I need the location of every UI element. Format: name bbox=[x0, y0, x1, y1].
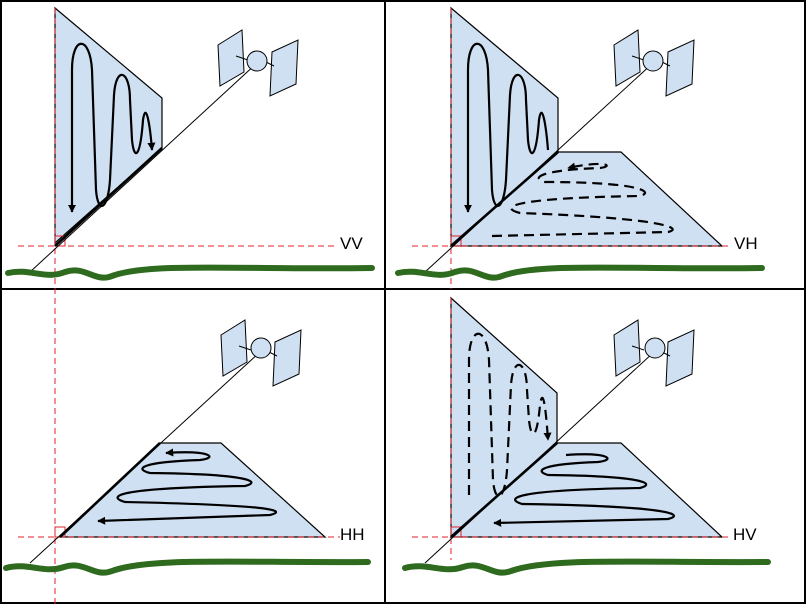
ground-line bbox=[3, 558, 371, 576]
ground-line bbox=[402, 558, 771, 576]
polarization-label: HV bbox=[733, 525, 757, 544]
polarization-label: VV bbox=[340, 234, 363, 253]
panel-vv: VV bbox=[5, 6, 375, 604]
panel-hh: HH bbox=[3, 319, 371, 576]
right-angle-marker bbox=[54, 235, 66, 247]
satellite-icon bbox=[613, 319, 695, 387]
vertical-wave bbox=[68, 42, 156, 213]
panel-hv: HV bbox=[402, 296, 771, 576]
right-angle-marker bbox=[450, 526, 462, 538]
panel-vh: VH bbox=[395, 6, 765, 289]
polarization-label: HH bbox=[340, 525, 365, 544]
ground-line bbox=[395, 264, 765, 281]
beam-plane-edge bbox=[450, 151, 559, 247]
satellite-icon bbox=[220, 319, 302, 387]
horizontal-wave-dashed bbox=[491, 162, 674, 238]
horizontal-wave bbox=[493, 453, 675, 527]
ground-line bbox=[5, 264, 375, 281]
satellite-icon bbox=[613, 29, 695, 97]
vertical-wave-dashed bbox=[467, 332, 552, 498]
vertical-wave bbox=[464, 42, 550, 213]
horizontal-wave bbox=[97, 448, 278, 525]
right-angle-marker bbox=[450, 235, 462, 247]
satellite-icon bbox=[217, 29, 299, 97]
horizontal-plane bbox=[58, 442, 327, 538]
polarization-label: VH bbox=[734, 234, 758, 253]
